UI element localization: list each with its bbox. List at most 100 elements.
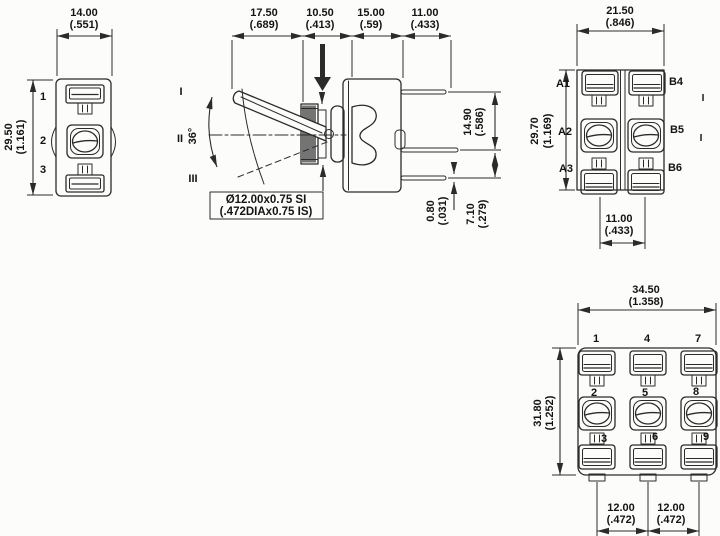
front-height-dim-in: (1.161): [15, 119, 27, 154]
thread-note-line2: (.472DIAx0.75 IS): [220, 206, 313, 218]
side-dim-11-00-in: (.433): [411, 19, 440, 31]
terminal-A3-tab: [591, 157, 607, 170]
terminal-B6-blade: [627, 169, 665, 195]
front-terminal-1: [65, 84, 105, 115]
terminal-7-blade: [680, 350, 718, 376]
front-body: [55, 78, 112, 197]
rear9-spacing2-in: (.472): [657, 514, 686, 526]
front-right-boss: [110, 126, 116, 158]
side-dim-10-50-in: (.413): [306, 19, 335, 31]
pin-thickness-mm: 0.80: [425, 200, 437, 221]
pin-spacing-top-in: (.586): [474, 107, 486, 136]
front-terminal-2-screw: [66, 124, 104, 159]
position-label-III: III: [188, 173, 197, 185]
front-terminal-label-1: 1: [40, 91, 46, 103]
side-dim-17-50-mm: 17.50: [250, 7, 278, 19]
lever-pivot: [324, 129, 334, 139]
front-height-dim-mm: 29.50: [3, 123, 15, 151]
rear6-spacing-mm: 11.00: [606, 213, 633, 225]
rear6-spacing-in: (.433): [605, 225, 634, 237]
thread-note-box: [209, 191, 324, 220]
position-label-I: I: [179, 86, 182, 98]
terminal-9-blade: [680, 444, 718, 470]
rear6-width-in: (.846): [606, 17, 635, 29]
pin-middle: [400, 147, 459, 153]
rear9-spacing1-mm: 12.00: [607, 502, 635, 514]
rear6-height-in: (1.169): [542, 113, 554, 148]
thread-note-line1: Ø12.00x0.75 SI: [226, 194, 307, 206]
position-III-line: [237, 141, 328, 178]
rear9-bottom-tab: [588, 473, 606, 482]
pin-spacing-top-mm: 14.90: [462, 108, 474, 136]
terminal-B4-tab: [638, 94, 654, 107]
terminal-5-screw: [629, 396, 667, 431]
terminal-8-screw: [680, 396, 718, 431]
lever-highlight: [240, 96, 323, 134]
terminal-1-blade: [578, 350, 616, 376]
side-body-latch: [394, 129, 406, 150]
side-view: 17.50 (.689) 10.50 (.413) 15.00 (.59) 11…: [177, 7, 501, 228]
front-width-dim-in: (.551): [70, 19, 99, 31]
rear9-body: [577, 347, 717, 476]
front-terminal-1-tab: [77, 102, 93, 115]
rear6-width-mm: 21.50: [606, 5, 634, 17]
bushing-washer: [330, 105, 345, 163]
pin-spacing-bottom-in: (.279): [477, 199, 489, 228]
position-label-II: II: [177, 133, 183, 145]
terminal-A1-tab: [591, 94, 607, 107]
rear9-bottom-tab: [639, 473, 657, 482]
actuation-direction-arrow: [314, 44, 331, 91]
side-dim-15-00-in: (.59): [360, 19, 383, 31]
terminal-B5-screw: [627, 118, 665, 153]
side-dim-15-00-mm: 15.00: [357, 7, 385, 19]
terminal-2-screw: [578, 396, 616, 431]
terminal-7-tab: [691, 374, 707, 387]
front-terminal-label-2: 2: [40, 135, 46, 147]
rear9-height-in: (1.252): [544, 395, 556, 430]
terminal-label-2: 2: [591, 387, 597, 399]
terminal-label-3: 3: [601, 433, 607, 445]
angle-label: 36°: [187, 128, 199, 145]
front-view: 14.00 (.551) 29.50 (1.161) 1 2 3: [3, 7, 116, 197]
rear9-width-in: (1.358): [629, 296, 664, 308]
terminal-B4-blade: [628, 70, 666, 96]
edge-mark-2: I: [700, 133, 703, 144]
rear9-bottom-tab: [690, 473, 708, 482]
rear6-height-mm: 29.70: [529, 117, 541, 145]
terminal-label-6: 6: [652, 431, 658, 443]
terminal-label-B4: B4: [669, 76, 684, 88]
terminal-A3-blade: [580, 169, 618, 195]
terminal-B6-tab: [638, 157, 654, 170]
terminal-6-blade: [629, 444, 667, 470]
toggle-lever: [232, 90, 327, 142]
terminal-A1-blade: [581, 70, 619, 96]
pin-spacing-bottom-mm: 7.10: [465, 203, 477, 224]
rear-view-6-terminal: 21.50 (.846) 29.70 (1.169) A1 A2 A3 B4 B…: [529, 5, 705, 249]
terminal-label-9: 9: [703, 431, 709, 443]
terminal-label-4: 4: [644, 333, 651, 345]
front-left-boss: [51, 126, 57, 158]
terminal-A2-screw: [580, 118, 618, 153]
angle-arc: [206, 96, 218, 168]
rear9-height-mm: 31.80: [532, 399, 544, 427]
pin-bottom: [400, 175, 447, 181]
terminal-label-B6: B6: [668, 162, 682, 174]
terminal-label-A3: A3: [559, 163, 573, 175]
pin-top: [400, 89, 447, 95]
terminal-label-5: 5: [642, 387, 648, 399]
front-terminal-label-3: 3: [40, 164, 46, 176]
lever-sweep-curve: [241, 88, 265, 185]
front-width-dim-mm: 14.00: [70, 7, 98, 19]
terminal-label-A2: A2: [558, 126, 572, 138]
rear-view-9-terminal: 34.50 (1.358) 31.80 (1.252) 1 4: [532, 284, 718, 536]
front-terminal-3-tab: [77, 163, 93, 176]
pin-thickness-in: (.031): [437, 196, 449, 225]
side-dim-17-50-in: (.689): [250, 19, 279, 31]
terminal-label-A1: A1: [556, 78, 570, 90]
terminal-label-1: 1: [593, 333, 599, 345]
terminal-1-tab: [589, 374, 605, 387]
terminal-4-blade: [629, 350, 667, 376]
front-terminal-3: [65, 163, 105, 193]
